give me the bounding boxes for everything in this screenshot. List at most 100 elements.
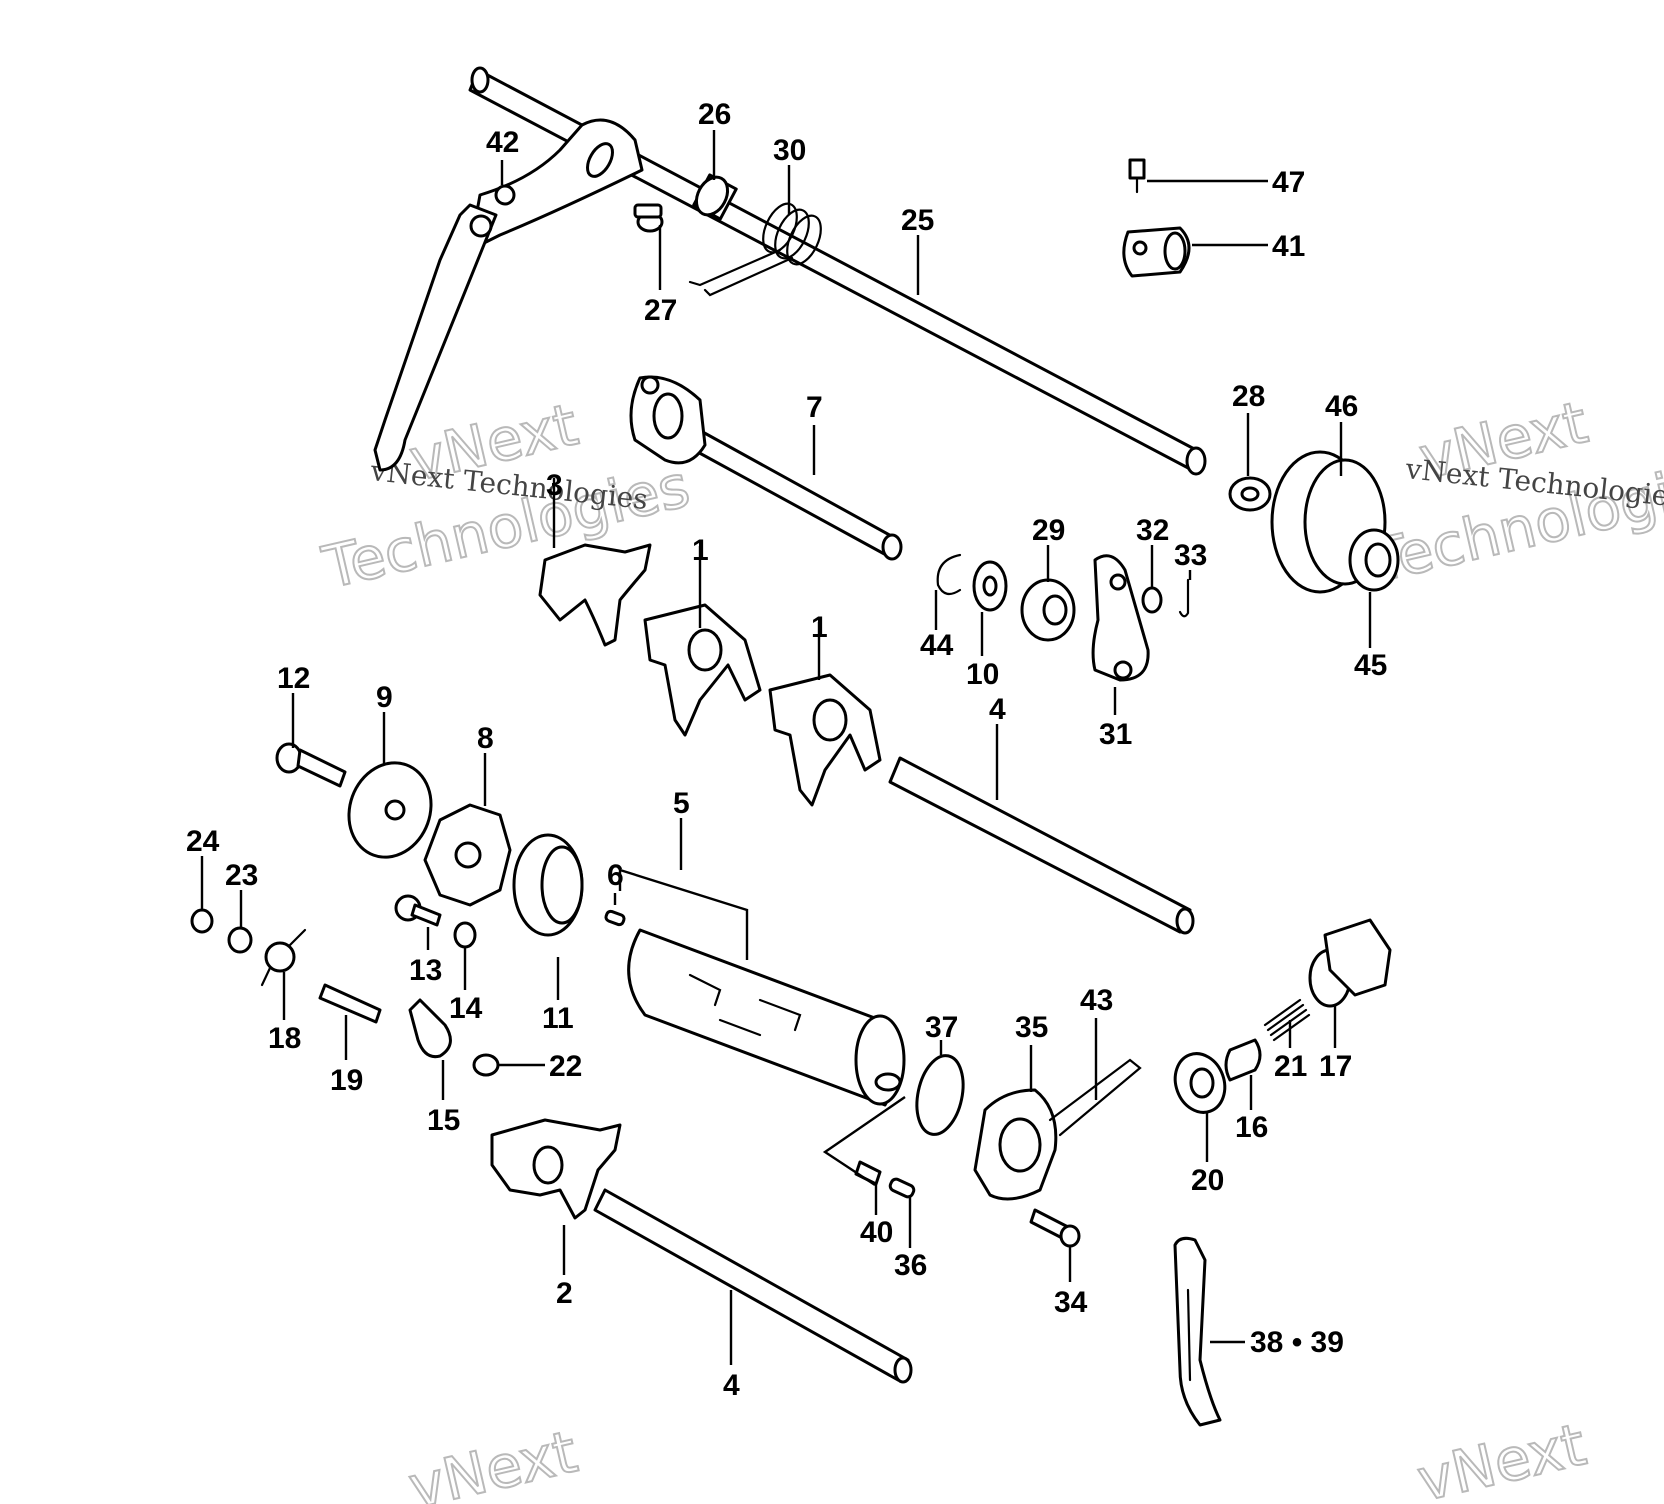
pin-6 [604,909,626,927]
watermark-brand: vNext [1411,1410,1591,1504]
callout-6: 6 [607,859,624,892]
callout-1: 1 [692,534,709,567]
callout-46: 46 [1325,390,1358,423]
clamp-41 [1122,158,1191,278]
callout-24: 24 [186,825,220,858]
nut-22 [472,1053,500,1077]
segment-star-8-hub [454,841,482,869]
callout-38-39: 38 • 39 [1250,1326,1344,1359]
callout-44: 44 [920,629,954,662]
washer-23 [227,926,253,954]
parts-artwork [190,66,1400,1427]
callout-14: 14 [449,992,483,1025]
callout-1: 1 [811,611,828,644]
callout-5: 5 [673,787,690,820]
watermark-brand: vNext [403,1417,583,1504]
spring-18 [264,941,296,973]
callout-33: 33 [1174,539,1207,572]
callout-47: 47 [1272,166,1305,199]
callout-10: 10 [966,658,999,691]
screw-34-head [1059,1224,1081,1248]
callout-31: 31 [1099,718,1132,751]
o-ring-37 [915,1054,965,1136]
stopper-arm-31 [1091,554,1150,682]
lever-38-39-groove [1186,1288,1192,1382]
callout-3: 3 [546,469,563,502]
callout-18: 18 [268,1022,301,1055]
callout-13: 13 [409,954,442,987]
roller-29-hole [1042,594,1068,626]
callout-4: 4 [723,1369,740,1402]
callout-22: 22 [549,1050,582,1083]
shaft-19 [318,983,382,1024]
washer-28-hole [1240,486,1260,502]
arm-15 [408,998,452,1059]
callout-27: 27 [644,294,677,327]
callout-30: 30 [773,134,806,167]
plunger-16 [1224,1038,1262,1082]
bearing-seal-assembly [1270,450,1400,594]
callout-41: 41 [1272,230,1305,263]
stopper-arm-pivot [1109,573,1127,591]
callout-12: 12 [277,662,310,695]
segment-plate-9-hub [384,799,406,821]
callout-2: 2 [556,1277,573,1310]
bolt-12 [275,742,347,788]
shift-arm [373,118,644,472]
pin-36 [888,1177,916,1199]
seal-20-hole [1189,1067,1215,1099]
bolt-13-shank [410,903,442,927]
spring-21 [1263,998,1311,1042]
spindle-collar [694,175,730,217]
drum-cover-35-boss [998,1117,1042,1173]
washer-10-hole [982,575,998,597]
plug-17-head [1323,918,1392,997]
callout-34: 34 [1054,1286,1088,1319]
callout-26: 26 [698,98,731,131]
fork-shaft-upper-end [1175,907,1195,935]
callout-labels: 42 26 30 25 27 47 41 7 28 46 45 3 1 1 44… [186,98,1387,1402]
spring-18-ends [260,928,307,987]
circlip-44 [936,553,962,596]
callout-29: 29 [1032,514,1065,547]
callout-25: 25 [901,204,934,237]
shift-fork-1b-bore [812,698,848,742]
callout-17: 17 [1319,1050,1352,1083]
shift-shaft [629,375,903,561]
return-spring [688,202,822,297]
callout-42: 42 [486,126,519,159]
nut-24 [190,908,214,934]
lever-38-39 [1173,1236,1222,1427]
leader-lines [200,130,1372,1365]
callout-4: 4 [989,693,1006,726]
callout-23: 23 [225,859,258,892]
callout-21: 21 [1274,1050,1307,1083]
stopper-arm-roller [1113,660,1133,680]
callout-35: 35 [1015,1011,1048,1044]
wire-43 [1048,1058,1142,1137]
callout-7: 7 [806,391,823,424]
callout-16: 16 [1235,1111,1268,1144]
shift-fork-1-bore [687,628,723,672]
callout-28: 28 [1232,380,1265,413]
callout-32: 32 [1136,514,1169,547]
callout-11: 11 [542,1002,574,1035]
bolt-27 [633,203,664,233]
callout-45: 45 [1354,649,1387,682]
callout-15: 15 [427,1104,460,1137]
callout-43: 43 [1080,984,1113,1017]
callout-8: 8 [477,722,494,755]
shift-fork-3 [538,543,652,647]
callout-9: 9 [376,681,393,714]
callout-37: 37 [925,1011,958,1044]
fork-shaft-lower-end [893,1356,913,1384]
watermark-group: vNext Technologies vNext Technologies vN… [315,387,1664,1504]
shift-drum [627,928,906,1107]
callout-19: 19 [330,1064,363,1097]
pin-33 [1178,578,1190,618]
washer-14 [453,921,477,949]
callout-36: 36 [894,1249,927,1282]
callout-20: 20 [1191,1164,1224,1197]
shift-fork-2-bore [532,1145,564,1185]
